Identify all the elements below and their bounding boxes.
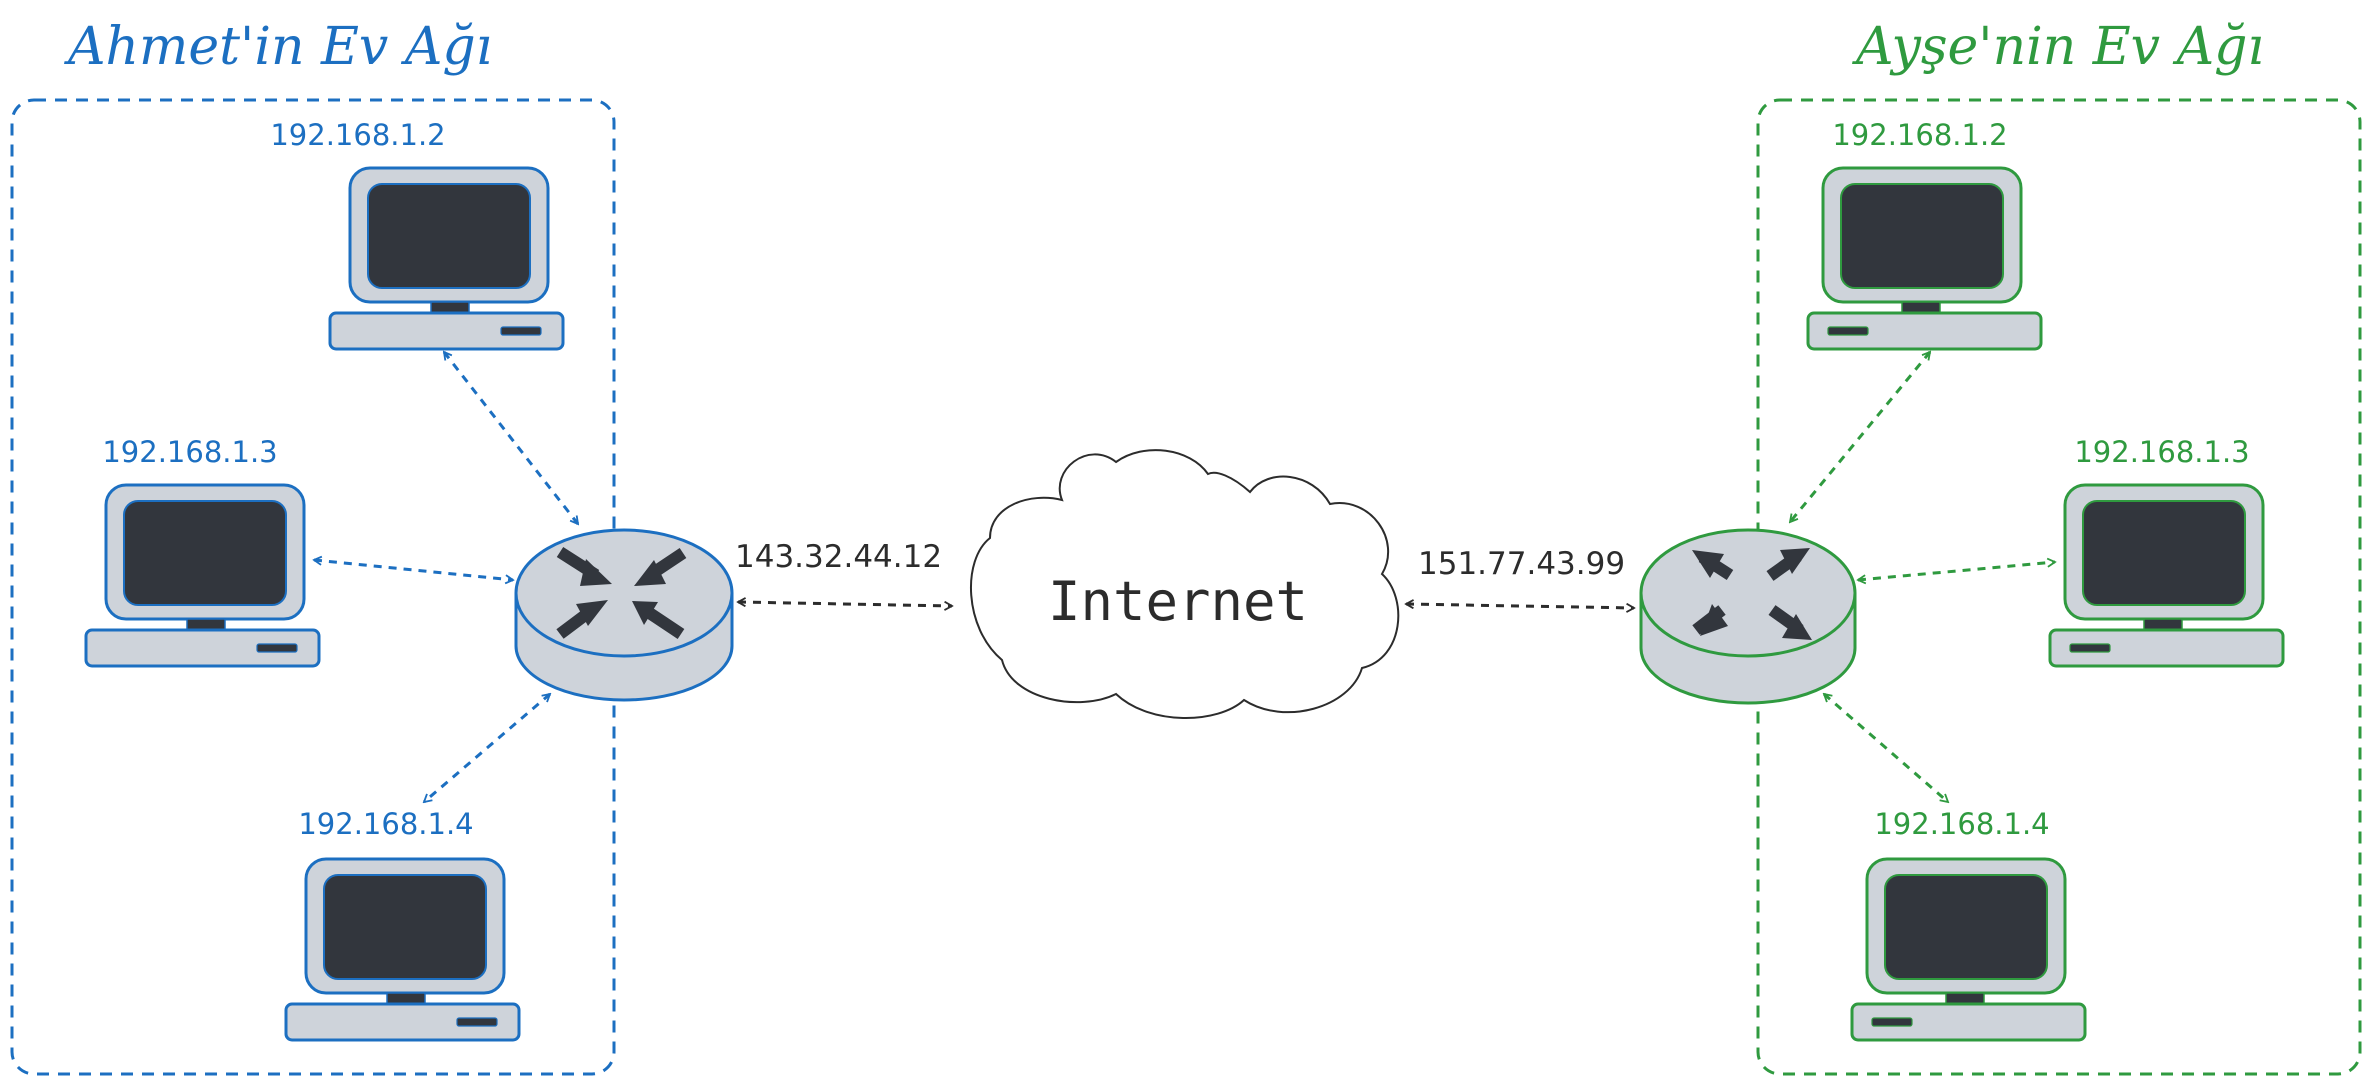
- left-computer-2-ip: 192.168.1.3: [102, 435, 277, 469]
- router-icon[interactable]: [1639, 528, 1857, 705]
- computer-icon[interactable]: [284, 857, 521, 1042]
- computer-icon[interactable]: [328, 166, 565, 351]
- left-network: Ahmet'in Ev Ağı 192.168.1.2 192.168.1.3 …: [10, 17, 734, 1076]
- computer-icon[interactable]: [84, 483, 321, 668]
- right-network: Ayşe'nin Ev Ağı 192.168.1.2 192.168.1.3 …: [1639, 17, 2362, 1076]
- right-network-title: Ayşe'nin Ev Ağı: [1852, 17, 2264, 77]
- left-wan-link: [738, 602, 952, 606]
- right-link-1: [1790, 352, 1930, 522]
- computer-icon[interactable]: [1850, 857, 2087, 1042]
- left-computer-3-ip: 192.168.1.4: [298, 807, 473, 841]
- right-computer-2-ip: 192.168.1.3: [2074, 435, 2249, 469]
- computer-icon[interactable]: [1806, 166, 2043, 351]
- left-network-title: Ahmet'in Ev Ağı: [64, 17, 492, 77]
- left-link-3: [424, 694, 550, 802]
- left-link-2: [314, 560, 513, 580]
- right-computer-1-ip: 192.168.1.2: [1832, 118, 2007, 152]
- router-icon[interactable]: [514, 528, 734, 702]
- cloud-icon: [969, 449, 1400, 719]
- right-wan-link: [1406, 604, 1634, 608]
- left-link-1: [442, 352, 580, 524]
- internet-label: Internet: [1048, 570, 1308, 633]
- right-link-3: [1824, 694, 1948, 802]
- left-computer-1-ip: 192.168.1.2: [270, 118, 445, 152]
- right-computer-3-ip: 192.168.1.4: [1874, 807, 2049, 841]
- computer-icon[interactable]: [2048, 483, 2285, 668]
- right-link-2: [1858, 562, 2055, 580]
- left-public-ip: 143.32.44.12: [735, 539, 942, 575]
- internet: Internet 143.32.44.12 151.77.43.99: [735, 449, 1634, 719]
- right-public-ip: 151.77.43.99: [1418, 546, 1625, 582]
